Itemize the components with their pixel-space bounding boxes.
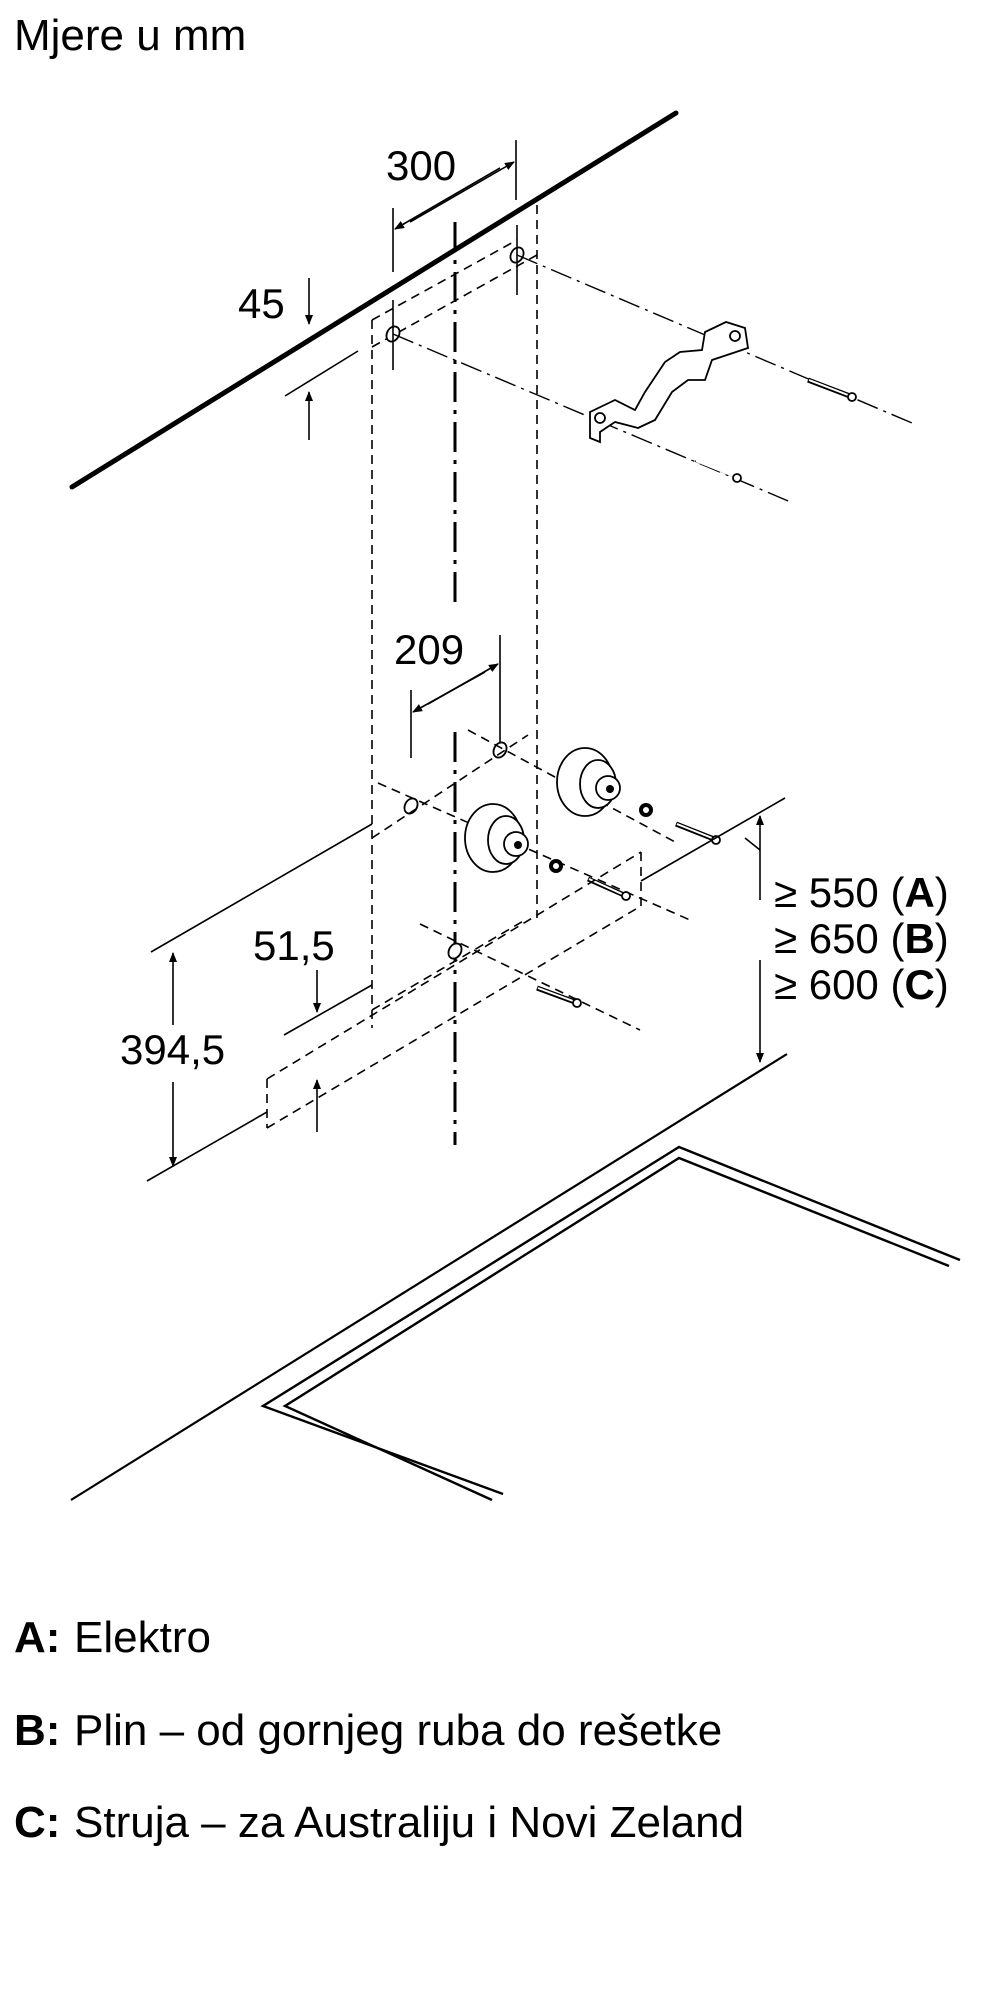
legend-item-a: A:Elektro	[14, 1613, 211, 1662]
legend-item-b: B:Plin – od gornjeg ruba do rešetke	[14, 1706, 723, 1755]
screw-icon	[536, 821, 721, 1008]
min-distance-a: ≥ 550 (A)	[774, 869, 949, 916]
wall-plug-fitting-icon	[464, 803, 529, 873]
screw-icon	[807, 377, 857, 402]
dimension-394-5: 394,5	[120, 823, 373, 1182]
washer-icon	[549, 803, 653, 873]
dimension-minimum-distance: ≥ 550 (A) ≥ 650 (B) ≥ 600 (C)	[640, 797, 949, 1063]
min-distance-c: ≥ 600 (C)	[774, 961, 949, 1008]
min-distance-b: ≥ 650 (B)	[774, 915, 949, 962]
legend-item-c: C:Struja – za Australiju i Novi Zeland	[14, 1798, 745, 1847]
dimension-209: 209	[394, 626, 501, 758]
lower-mounting-holes	[371, 729, 691, 1031]
screw-icon	[694, 460, 742, 483]
hood-body-outline	[266, 851, 642, 1129]
dimension-45: 45	[238, 278, 359, 440]
ceiling-line	[69, 110, 679, 490]
upper-mounting-holes	[385, 225, 913, 504]
dimension-300: 300	[386, 140, 517, 272]
hob-outline	[70, 1053, 961, 1502]
svg-text:45: 45	[238, 280, 285, 327]
page-title: Mjere u mm	[14, 11, 246, 60]
dimension-51-5: 51,5	[253, 922, 373, 1132]
wall-bracket-icon	[589, 321, 750, 444]
svg-text:300: 300	[386, 142, 456, 189]
svg-text:394,5: 394,5	[120, 1026, 225, 1073]
wall-plug-fitting-icon	[556, 747, 621, 817]
svg-text:209: 209	[394, 626, 464, 673]
svg-text:51,5: 51,5	[253, 922, 335, 969]
